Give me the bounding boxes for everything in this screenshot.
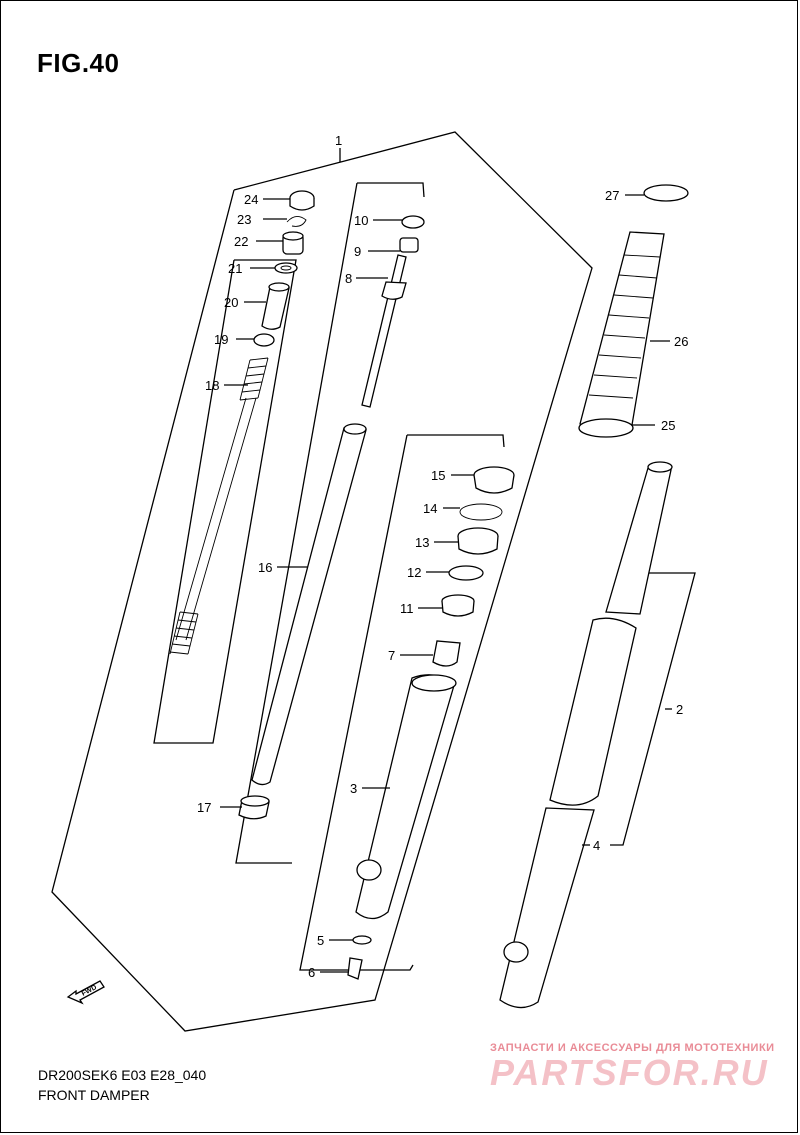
part-17-top xyxy=(240,795,270,807)
part-9-nut xyxy=(399,237,419,253)
callout-26: 26 xyxy=(674,334,688,349)
callout-20: 20 xyxy=(224,295,238,310)
section-name: FRONT DAMPER xyxy=(38,1087,150,1103)
part-15-side xyxy=(473,474,515,494)
watermark-tagline: ЗАПЧАСТИ И АКСЕССУАРЫ ДЛЯ МОТОТЕХНИКИ xyxy=(490,1042,775,1054)
watermark-brand: PARTSFOR.RU xyxy=(490,1052,769,1093)
part-10-ring xyxy=(401,215,425,229)
part-16-cylinder xyxy=(251,427,367,786)
fwd-label: FWD xyxy=(81,984,98,998)
part-6-bolt xyxy=(347,957,363,980)
seal-group-outline xyxy=(407,434,505,448)
part-25-clamp xyxy=(578,418,634,438)
callout-4: 4 xyxy=(593,838,600,853)
part-4-axle-eye xyxy=(503,941,529,963)
callout-27: 27 xyxy=(605,188,619,203)
part-3-top xyxy=(411,674,457,692)
part-27-clamp xyxy=(643,184,689,202)
part-21-washer xyxy=(274,262,298,274)
seal-group-outline-2 xyxy=(299,434,414,971)
callout-24: 24 xyxy=(244,192,258,207)
callout-2: 2 xyxy=(676,702,683,717)
callout-9: 9 xyxy=(354,244,361,259)
callout-17: 17 xyxy=(197,800,211,815)
callout-14: 14 xyxy=(423,501,437,516)
part-5-gasket xyxy=(352,935,372,945)
part-22-top xyxy=(282,231,304,241)
part-12-washer xyxy=(448,565,484,581)
part-2-fork-tube xyxy=(605,467,672,615)
part-14-stopper-ring xyxy=(459,503,503,521)
outer-tube-group xyxy=(610,572,696,846)
part-4-slider xyxy=(499,807,595,1009)
callout-18: 18 xyxy=(205,378,219,393)
part-13-side xyxy=(457,535,499,555)
part-24-cap-side xyxy=(289,198,315,211)
assembly-outline xyxy=(51,131,593,1032)
cylinder-group-outline xyxy=(235,182,358,864)
callout-3: 3 xyxy=(350,781,357,796)
callout-12: 12 xyxy=(407,565,421,580)
callout-5: 5 xyxy=(317,933,324,948)
callout-1: 1 xyxy=(335,133,342,148)
part-2-boot xyxy=(549,617,637,806)
part-23-circlip xyxy=(286,216,307,227)
part-8-piston xyxy=(381,281,407,300)
figure-title: FIG.40 xyxy=(37,48,120,78)
part-18-spring xyxy=(169,357,269,655)
callout-13: 13 xyxy=(415,535,429,550)
part-2-top xyxy=(647,461,673,473)
part-7-oil-lock xyxy=(432,640,461,667)
callout-16: 16 xyxy=(258,560,272,575)
callout-8: 8 xyxy=(345,271,352,286)
part-11-side xyxy=(441,600,475,617)
spring-group-outline xyxy=(153,259,297,744)
callout-21: 21 xyxy=(228,261,242,276)
callout-25: 25 xyxy=(661,418,675,433)
part-26-ribs xyxy=(588,254,661,399)
callout-22: 22 xyxy=(234,234,248,249)
leader-lines xyxy=(220,194,672,973)
part-3-eye xyxy=(356,859,382,881)
fwd-arrow-icon: FWD xyxy=(66,980,105,1005)
model-code: DR200SEK6 E03 E28_040 xyxy=(38,1067,207,1083)
callout-7: 7 xyxy=(388,648,395,663)
callout-6: 6 xyxy=(308,965,315,980)
part-19-seat xyxy=(253,333,275,347)
part-3-tube xyxy=(355,674,456,920)
callout-11: 11 xyxy=(400,601,414,616)
callouts: 1 2 3 4 5 6 7 8 9 10 11 12 13 14 15 16 1… xyxy=(197,133,688,980)
callout-19: 19 xyxy=(214,332,228,347)
part-21-hole xyxy=(280,265,292,271)
part-20-spacer xyxy=(261,286,290,330)
callout-10: 10 xyxy=(354,213,368,228)
part-20-top xyxy=(268,282,290,292)
callout-15: 15 xyxy=(431,468,445,483)
part-26-boot xyxy=(579,231,665,433)
rod-group-outline xyxy=(357,182,425,198)
part-16-top xyxy=(343,423,367,435)
callout-23: 23 xyxy=(237,212,251,227)
